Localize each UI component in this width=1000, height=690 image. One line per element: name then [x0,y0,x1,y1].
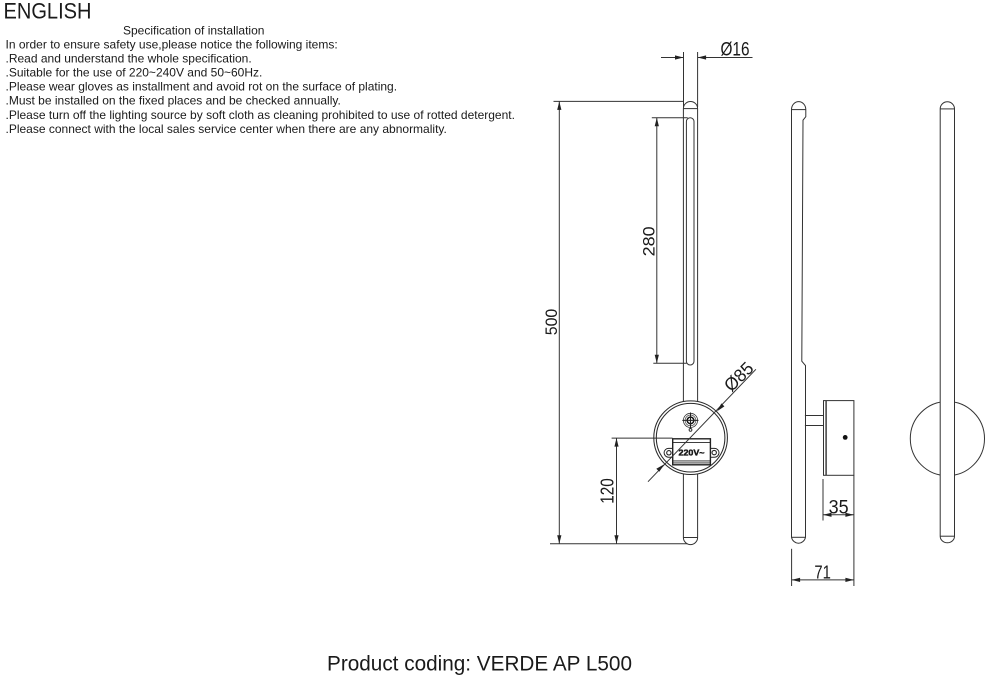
svg-text:71: 71 [814,563,831,583]
svg-text:.Please connect with the local: .Please connect with the local sales ser… [6,122,447,136]
svg-text:500: 500 [542,309,561,336]
svg-text:In order to ensure safety use,: In order to ensure safety use,please not… [6,38,338,52]
svg-text:.Suitable for the use of 220~2: .Suitable for the use of 220~240V and 50… [6,66,263,80]
svg-text:Product coding: VERDE AP L500: Product coding: VERDE AP L500 [327,652,632,675]
svg-text:280: 280 [640,226,659,256]
svg-text:.Must be installed on the fixe: .Must be installed on the fixed places a… [6,94,341,108]
svg-text:120: 120 [598,478,618,504]
svg-text:220V~: 220V~ [679,448,705,457]
svg-text:.Please wear gloves as install: .Please wear gloves as installment and a… [6,80,398,94]
svg-text:.Read and understand the whole: .Read and understand the whole specifica… [6,52,252,66]
svg-text:Specification of installation: Specification of installation [123,23,264,37]
svg-text:35: 35 [829,498,849,519]
svg-text:ENGLISH: ENGLISH [4,0,92,24]
svg-text:.Please turn off the lighting: .Please turn off the lighting source by … [6,108,515,122]
svg-text:Ø16: Ø16 [721,39,750,60]
